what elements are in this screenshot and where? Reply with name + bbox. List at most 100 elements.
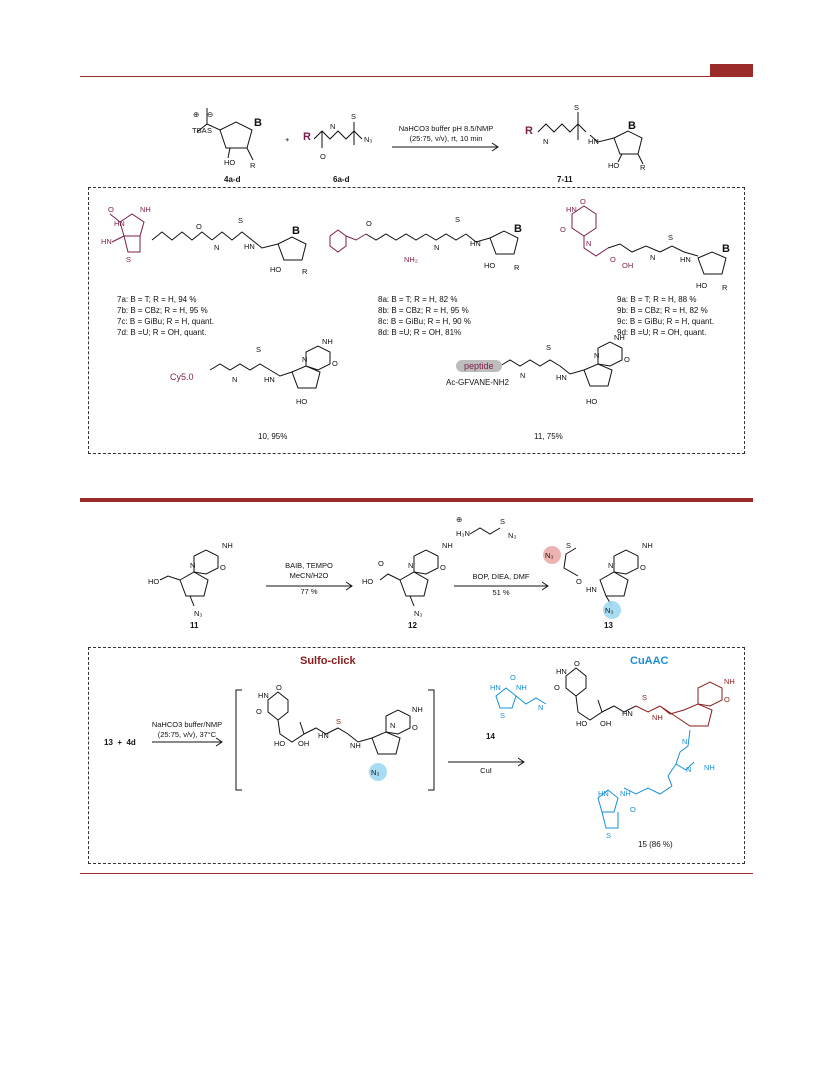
item-9c: 9c: B = GiBu; R = H, quant. (617, 317, 714, 326)
svg-text:NH₂: NH₂ (404, 255, 418, 264)
svg-text:HN: HN (318, 731, 329, 740)
item-9a: 9a: B = T; R = H, 88 % (617, 295, 697, 304)
svg-text:S: S (574, 103, 579, 112)
svg-text:HN: HN (114, 219, 125, 228)
svg-text:OH: OH (298, 739, 309, 748)
svg-text:NH: NH (652, 713, 663, 722)
svg-text:N: N (682, 737, 687, 746)
svg-text:O: O (440, 563, 446, 572)
item-8d: 8d: B =U; R = OH, 81% (378, 328, 462, 337)
svg-text:HN: HN (490, 683, 501, 692)
svg-text:B: B (292, 225, 300, 237)
svg-text:S: S (500, 517, 505, 526)
reactants-13-4d: 13 + 4d (104, 738, 136, 747)
svg-text:H₃N: H₃N (456, 529, 470, 538)
svg-text:HO: HO (696, 281, 707, 290)
svg-text:HN: HN (101, 237, 112, 246)
label-12: 12 (408, 621, 417, 630)
svg-text:N: N (214, 243, 219, 252)
svg-text:NH: NH (724, 677, 735, 686)
svg-text:HO: HO (296, 397, 307, 406)
svg-text:HN: HN (598, 789, 609, 798)
svg-text:O: O (108, 205, 114, 214)
svg-text:O: O (256, 707, 262, 716)
svg-text:N₃: N₃ (605, 606, 613, 615)
item-8c: 8c: B = GiBu; R = H, 90 % (378, 317, 471, 326)
svg-text:O: O (412, 723, 418, 732)
label-13: 13 (604, 621, 613, 630)
svg-text:OH: OH (622, 261, 633, 270)
svg-text:S: S (207, 126, 212, 135)
label-4ad: 4a-d (224, 175, 241, 184)
conditions-line2: (25:75, v/v), rt, 10 min (409, 134, 483, 143)
svg-text:HO: HO (148, 577, 159, 586)
svg-text:S: S (455, 215, 460, 224)
svg-text:HN: HN (258, 691, 269, 700)
svg-text:N₃: N₃ (414, 609, 422, 618)
svg-text:R: R (302, 267, 308, 276)
svg-text:N: N (520, 371, 525, 380)
svg-text:HO: HO (586, 397, 597, 406)
cond1-line2: MeCN/H2O (289, 571, 329, 580)
cy5-label: Cy5.0 (170, 372, 194, 382)
svg-text:HN: HN (556, 667, 567, 676)
svg-text:NH: NH (516, 683, 527, 692)
svg-text:HN: HN (588, 137, 599, 146)
svg-text:O: O (630, 805, 636, 814)
scheme2-cond4: CuI (480, 766, 492, 775)
svg-text:O: O (576, 577, 582, 586)
svg-text:S: S (238, 216, 243, 225)
svg-text:N: N (594, 351, 599, 360)
svg-text:NH: NH (704, 763, 715, 772)
svg-text:S: S (606, 831, 611, 840)
cond3-line2: (25:75, v/v), 37°C (157, 730, 217, 739)
svg-text:NH: NH (642, 541, 653, 550)
svg-text:S: S (500, 711, 505, 720)
item-9b: 9b: B = CBz; R = H, 82 % (617, 306, 708, 315)
svg-text:N₃: N₃ (194, 609, 202, 618)
svg-text:B: B (722, 243, 730, 255)
label-10: 10, 95% (258, 432, 288, 441)
list-9: 9a: B = T; R = H, 88 % 9b: B = CBz; R = … (617, 294, 714, 338)
cond1-line3: 77 % (300, 587, 318, 596)
svg-text:HN: HN (586, 585, 597, 594)
svg-text:HO: HO (362, 577, 373, 586)
product-15-label: 15 (86 %) (638, 840, 673, 849)
svg-text:HO: HO (224, 158, 235, 167)
svg-text:N: N (330, 122, 335, 131)
svg-text:HN: HN (264, 375, 275, 384)
item-7c: 7c: B = GiBu; R = H, quant. (117, 317, 214, 326)
svg-text:S: S (256, 345, 261, 354)
header-tab (710, 64, 753, 76)
svg-text:HN: HN (244, 242, 255, 251)
scheme2-cond3: NaHCO3 buffer/NMP (25:75, v/v), 37°C (150, 720, 224, 740)
list-8: 8a: B = T; R = H, 82 % 8b: B = CBz; R = … (378, 294, 471, 338)
item-8a: 8a: B = T; R = H, 82 % (378, 295, 458, 304)
svg-text:O: O (196, 222, 202, 231)
svg-text:N: N (302, 355, 307, 364)
svg-text:B: B (514, 223, 522, 235)
cond1-line1: BAIB, TEMPO (285, 561, 333, 570)
svg-text:N: N (650, 253, 655, 262)
svg-text:N: N (608, 561, 613, 570)
svg-text:NH: NH (412, 705, 423, 714)
svg-text:N: N (538, 703, 543, 712)
svg-text:O: O (332, 359, 338, 368)
svg-text:⊖: ⊖ (207, 110, 213, 119)
svg-text:N: N (390, 721, 395, 730)
item-9d: 9d: B =U; R = OH, quant. (617, 328, 707, 337)
peptide-sequence: Ac-GFVANE-NH2 (446, 378, 509, 387)
svg-text:N₃: N₃ (508, 531, 516, 540)
svg-text:O: O (560, 225, 566, 234)
svg-text:HN: HN (470, 239, 481, 248)
label-11: 11, 75% (534, 432, 563, 441)
svg-text:NH: NH (140, 205, 151, 214)
list-7: 7a: B = T; R = H, 94 % 7b: B = CBz; R = … (117, 294, 214, 338)
svg-text:⊕: ⊕ (193, 110, 199, 119)
svg-text:HN: HN (556, 373, 567, 382)
svg-text:R: R (250, 161, 256, 170)
svg-text:NH: NH (222, 541, 233, 550)
svg-text:S: S (642, 693, 647, 702)
svg-text:N: N (408, 561, 413, 570)
svg-text:N₃: N₃ (364, 135, 372, 144)
